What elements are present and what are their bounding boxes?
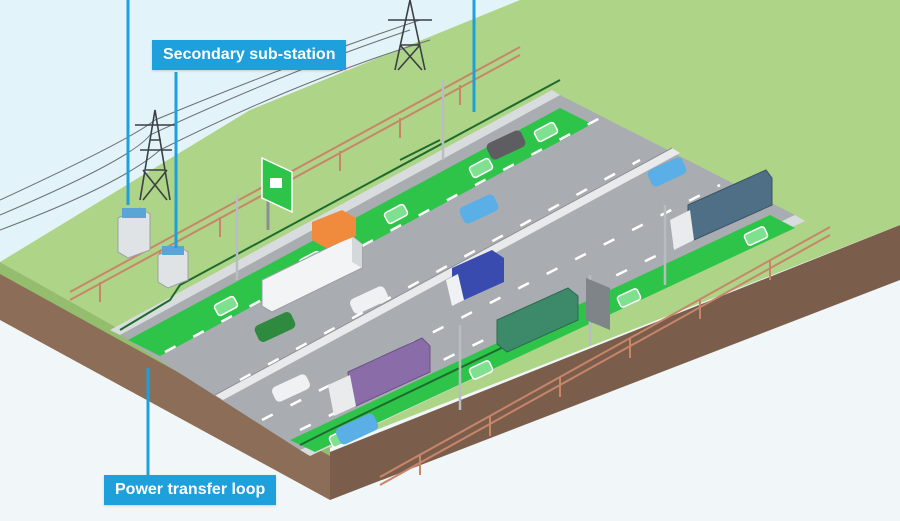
secondary-substation-label: Secondary sub-station xyxy=(152,40,347,70)
median-line xyxy=(214,147,673,396)
soil-front-face xyxy=(330,225,900,500)
car-icon xyxy=(335,413,379,445)
transmission-tower-icon xyxy=(135,109,175,201)
charging-sign-icon xyxy=(261,156,293,230)
car-icon xyxy=(647,157,687,187)
car-icon xyxy=(350,286,388,314)
truck-icon xyxy=(670,169,773,250)
substation-icon xyxy=(157,245,189,289)
power-transfer-loop-label: Power transfer loop xyxy=(104,475,277,505)
car-icon xyxy=(272,374,310,402)
car-icon xyxy=(459,194,499,224)
fence-front xyxy=(379,226,831,486)
car-icon xyxy=(486,130,526,160)
soil-left-face xyxy=(0,270,330,500)
van-icon xyxy=(446,250,504,306)
transmission-tower-icon xyxy=(388,0,432,71)
car-icon xyxy=(254,312,296,342)
substation-icon xyxy=(117,207,151,259)
bus-icon xyxy=(496,287,579,353)
truck-icon xyxy=(328,337,431,416)
median-barrier xyxy=(215,148,680,400)
gantry-sign xyxy=(586,278,610,330)
power-cable-loops xyxy=(119,79,561,446)
truck-icon xyxy=(312,210,356,248)
truck-icon xyxy=(261,235,363,313)
road-shoulder-left xyxy=(110,90,560,335)
